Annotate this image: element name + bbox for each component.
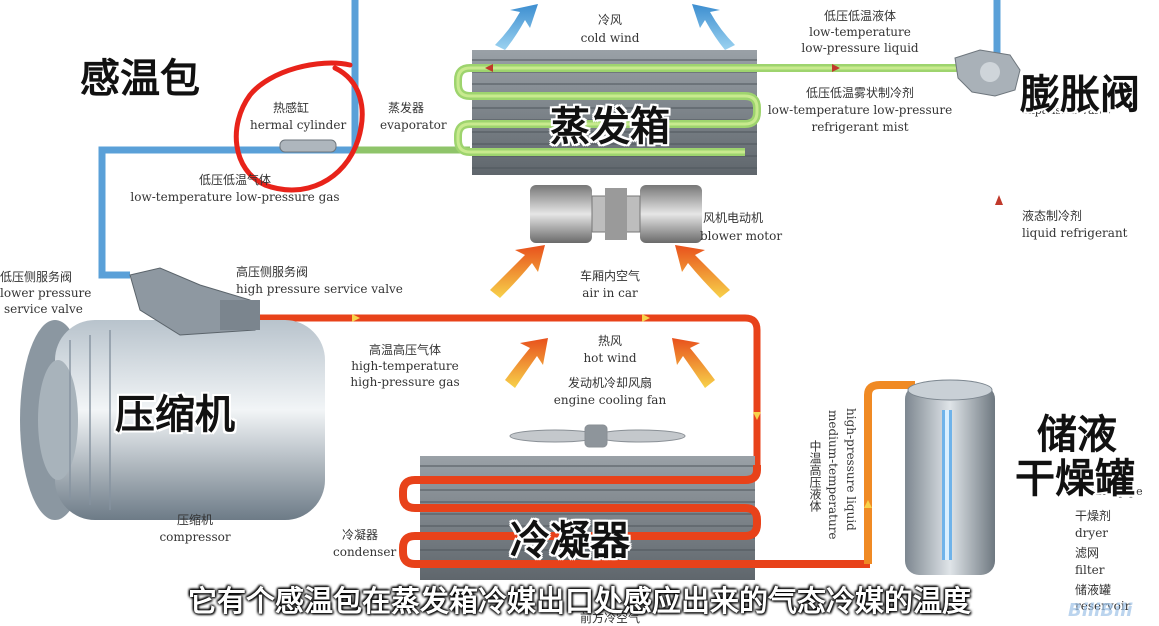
receiver-drier-title-line2: 干燥罐	[1015, 456, 1135, 502]
receiver-drier-title-line1: 储液	[1037, 412, 1117, 458]
filter-label-cn: 滤网	[1075, 546, 1100, 560]
low-pressure-valve-label-en2: service valve	[4, 302, 83, 316]
medium-liquid-label-en2: high-pressure liquid	[844, 408, 858, 531]
bilibili-watermark: BiliBili	[1068, 600, 1133, 621]
high-gas-label-en2: high-pressure gas	[350, 375, 460, 389]
compressor-unit	[20, 267, 325, 520]
reservoir-label-en: reservoir	[1075, 599, 1131, 613]
evaporator-box-title: 蒸发箱	[550, 104, 670, 150]
cooling-fan-label-cn: 发动机冷却风扇	[567, 376, 652, 390]
cold-wind-label-en: cold wind	[580, 31, 640, 45]
air-in-car-label-en: air in car	[582, 286, 638, 300]
video-subtitle: 它有个感温包在蒸发箱冷媒出口处感应出来的气态冷媒的温度	[187, 584, 971, 618]
hot-air-arrows	[490, 245, 730, 388]
cold-wind-label-cn: 冷风	[597, 13, 622, 27]
low-liquid-label-en2: low-pressure liquid	[801, 41, 919, 55]
high-gas-label-en1: high-temperature	[351, 359, 459, 373]
expansion-valve-label-en: expansion valve	[1022, 104, 1111, 117]
low-liquid-label-cn: 低压低温液体	[823, 9, 896, 23]
sensing-bulb-highlight-circle	[233, 60, 365, 193]
blower-motor-label-cn: 风机电动机	[703, 211, 764, 225]
low-liquid-label-en1: low-temperature	[809, 25, 911, 39]
sensing-bulb-title: 感温包	[80, 56, 200, 102]
thermal-cylinder-label-cn: 热感缸	[273, 101, 310, 115]
compressor-label-cn: 压缩机	[176, 513, 213, 527]
expansion-valve-title: 膨胀阀	[1020, 72, 1140, 118]
cooling-fan-label-en: engine cooling fan	[553, 393, 667, 407]
cold-air-arrows	[495, 4, 735, 50]
liquid-refrigerant-label-cn: 液态制冷剂	[1022, 209, 1083, 223]
high-pressure-gas-pipe	[250, 314, 761, 465]
condenser-label-en: condenser	[333, 545, 397, 559]
medium-liquid-label-cn: 中温高压液体	[808, 440, 822, 512]
condenser-core	[399, 456, 870, 580]
low-pressure-gas-pipe	[98, 0, 359, 279]
condenser-label-cn: 冷凝器	[342, 528, 379, 542]
cylinder-pipe-label-en: cylinde pipe	[1075, 485, 1143, 498]
high-pressure-valve-label-cn: 高压侧服务阀	[236, 265, 309, 279]
compressor-title: 压缩机	[115, 392, 235, 438]
high-gas-label-cn: 高温高压气体	[368, 343, 441, 357]
blower-motor-unit	[530, 185, 702, 243]
filter-label-en: filter	[1075, 563, 1105, 577]
expansion-valve-body	[954, 49, 1021, 97]
hot-wind-label-cn: 热风	[597, 334, 622, 348]
low-gas-label-cn: 低压低温气体	[198, 173, 271, 187]
dryer-label-en: dryer	[1075, 526, 1109, 540]
high-pressure-valve-label-en: high pressure service valve	[236, 282, 403, 296]
medium-liquid-label-en1: medium-temperature	[826, 410, 840, 540]
mist-label-cn: 低压低温雾状制冷剂	[805, 86, 914, 100]
thermal-cylinder-label-en: hermal cylinder	[250, 118, 347, 132]
hot-wind-label-en: hot wind	[583, 351, 637, 365]
evaporator-label-cn: 蒸发器	[388, 101, 425, 115]
low-pressure-valve-label-cn: 低压侧服务阀	[0, 270, 73, 284]
evaporator-core	[454, 50, 997, 175]
dryer-label-cn: 干燥剂	[1075, 509, 1112, 523]
compressor-label-en: compressor	[159, 530, 231, 544]
mist-label-en1: low-temperature low-pressure	[767, 103, 953, 117]
reservoir-label-cn: 储液罐	[1075, 583, 1112, 597]
mist-label-en2: refrigerant mist	[811, 120, 909, 134]
air-in-car-label-cn: 车厢内空气	[579, 269, 640, 283]
receiver-drier-tank	[905, 379, 995, 575]
low-pressure-valve-label-en1: lower pressure	[0, 286, 92, 300]
liquid-refrigerant-label-en: liquid refrigerant	[1022, 226, 1128, 240]
evaporator-label-en: evaporator	[380, 118, 447, 132]
low-gas-label-en: low-temperature low-pressure gas	[130, 190, 340, 204]
condenser-title: 冷凝器	[510, 518, 630, 564]
front-cold-air-label-cn: 前方冷空气	[579, 611, 640, 625]
engine-cooling-fan-blades	[509, 424, 686, 448]
blower-motor-label-en: blower motor	[700, 229, 783, 243]
